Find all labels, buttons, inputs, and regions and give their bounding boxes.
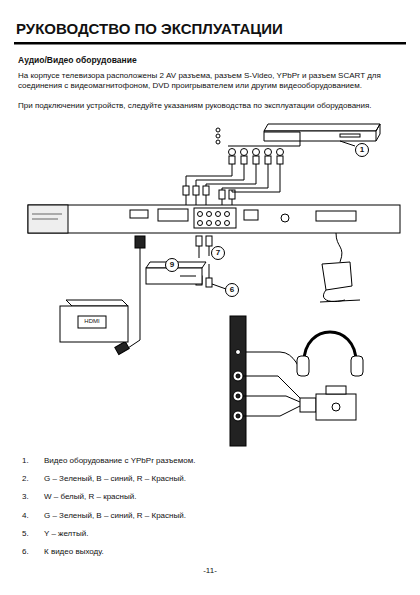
list-number: 5. [22, 529, 40, 539]
callout-circle: 6 [225, 283, 239, 297]
leader-line [340, 141, 355, 146]
list-number: 4. [22, 511, 40, 521]
callout-circle: 1 [355, 143, 369, 157]
leader-line [212, 284, 226, 289]
list-item: G – Зеленый, B – синий, R – Красный. [44, 474, 404, 484]
list-item: Видео оборудование с YPbPr разъемом. [44, 456, 404, 466]
camcorder [300, 386, 356, 420]
side-panel [230, 316, 302, 446]
port-label: HDMI [79, 318, 105, 326]
callout-number: 6 [230, 286, 234, 294]
hdmi-device [60, 300, 128, 342]
list-number: 6. [22, 547, 40, 557]
list-number: 3. [22, 492, 40, 502]
page-number: -11- [180, 566, 240, 576]
callout-number: 9 [170, 261, 174, 269]
callout-number: 7 [216, 249, 220, 257]
title-rule [14, 42, 406, 45]
section-heading: Аудио/Видео оборудование [18, 55, 403, 66]
callout-number: 1 [360, 146, 364, 154]
scart-cable [320, 233, 360, 302]
list-item: Y – желтый. [44, 529, 404, 539]
body-text: На корпусе телевизора расположены 2 AV р… [18, 71, 406, 91]
list-item: К видео выходу. [44, 547, 404, 557]
rca-cable [183, 128, 300, 205]
body-text: При подключении устройств, следуйте указ… [18, 101, 406, 111]
page-title: РУКОВОДСТВО ПО ЭКСПЛУАТАЦИИ [16, 20, 283, 39]
tv-rear-panel [28, 205, 400, 233]
callout-circle: 9 [165, 258, 179, 272]
list-item: W – белый, R – красный. [44, 492, 404, 502]
list-item: G – Зеленый, B – синий, R – Красный. [44, 511, 404, 521]
headphones [297, 332, 363, 376]
callout-circle: 7 [211, 246, 225, 260]
list-number: 1. [22, 456, 40, 466]
list-number: 2. [22, 474, 40, 484]
